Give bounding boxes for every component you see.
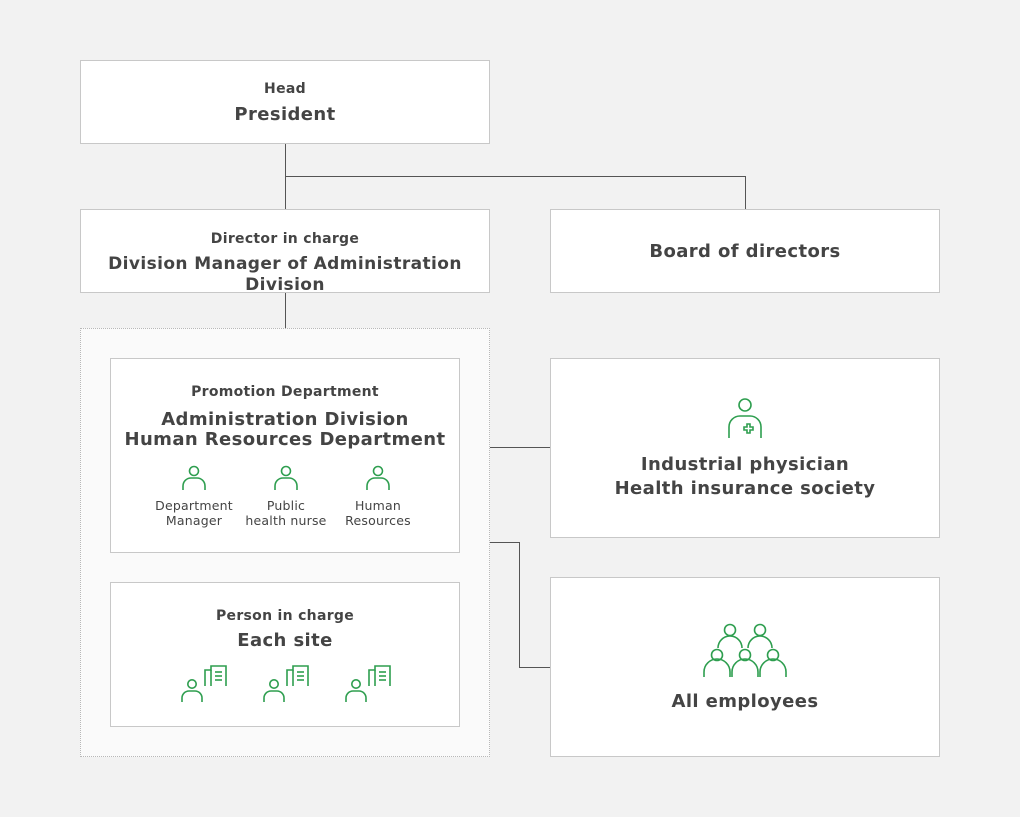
role-human-resources: Human Resources: [328, 465, 428, 528]
physician-box: Industrial physician Health insurance so…: [550, 358, 940, 538]
head-role-label: Head: [264, 81, 306, 97]
role-label-line1: Department: [155, 498, 233, 513]
employees-box: All employees: [550, 577, 940, 757]
connector-employees-v: [519, 542, 520, 668]
role-public-health-nurse: Public health nurse: [236, 465, 336, 528]
person-icon: [144, 465, 244, 491]
connector-director-promotion: [285, 292, 286, 359]
promotion-title-line2: Human Resources Department: [124, 429, 446, 450]
physician-title-line1: Industrial physician: [640, 454, 850, 475]
promotion-box: Promotion Department Administration Divi…: [110, 358, 460, 553]
physician-title-line2: Health insurance society: [614, 478, 876, 499]
connector-head-board-horizontal: [285, 176, 746, 177]
person-icon: [236, 465, 336, 491]
connector-board-down: [745, 176, 746, 210]
person-icon: [328, 465, 428, 491]
site-box: Person in charge Each site: [110, 582, 460, 727]
promotion-role-label: Promotion Department: [191, 384, 379, 400]
doctor-icon: [551, 397, 939, 439]
director-box: Director in charge Division Manager of A…: [80, 209, 490, 295]
site-title: Each site: [237, 630, 333, 651]
head-title: President: [234, 104, 336, 125]
promotion-title-line1: Administration Division: [161, 409, 409, 430]
role-label-line1: Public: [266, 498, 306, 513]
board-box: Board of directors: [550, 209, 940, 293]
connector-employees-h2: [519, 667, 551, 668]
role-label-line2: health nurse: [245, 513, 327, 528]
role-label-line1: Human: [354, 498, 402, 513]
director-role-label: Director in charge: [210, 231, 360, 247]
connector-promotion-physician: [459, 447, 551, 448]
person-document-icon: [263, 665, 309, 703]
connector-employees-h1: [490, 542, 520, 543]
director-title: Division Manager of Administration Divis…: [108, 254, 462, 295]
head-box: Head President: [80, 60, 490, 144]
role-label-line2: Manager: [165, 513, 223, 528]
person-document-icon: [345, 665, 391, 703]
person-document-icon: [181, 665, 227, 703]
role-label-line2: Resources: [345, 513, 411, 528]
group-icon: [551, 622, 939, 678]
site-role-label: Person in charge: [215, 608, 355, 624]
board-title: Board of directors: [649, 241, 841, 262]
role-department-manager: Department Manager: [144, 465, 244, 528]
employees-title: All employees: [671, 691, 819, 712]
